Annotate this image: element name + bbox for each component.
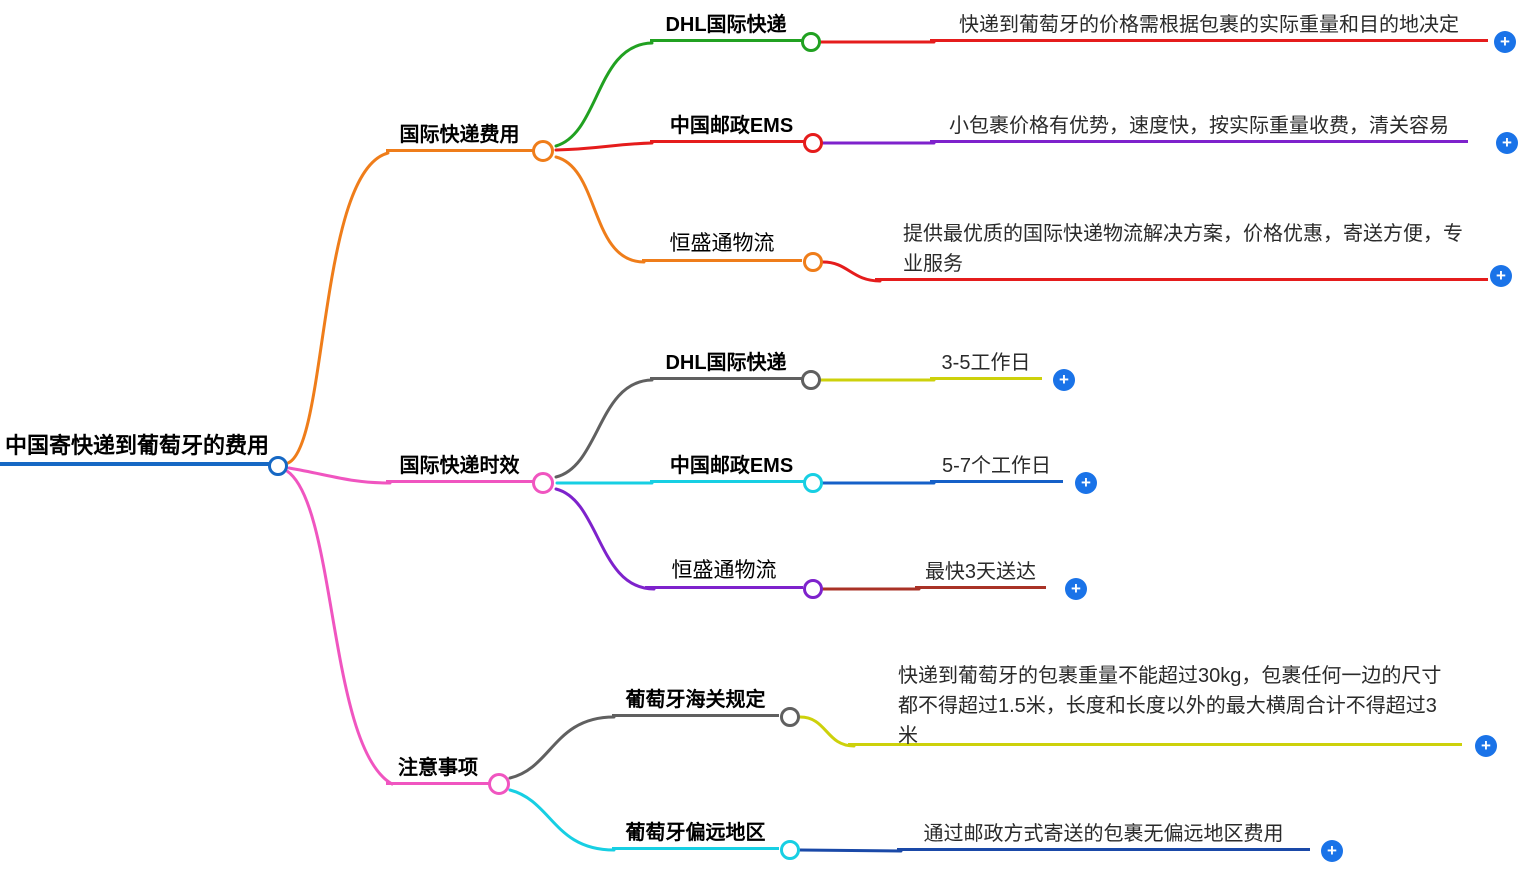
leaf-time-dhl-detail-text: 3-5工作日 [941,352,1031,374]
leaf-notes-customs-detail-text: 快递到葡萄牙的包裹重量不能超过30kg，包裹任何一边的尺寸都不得超过1.5米，长… [898,665,1442,747]
leaf-cost-hst-detail-text: 提供最优质的国际快递物流解决方案，价格优惠，寄送方便，专业服务 [903,223,1463,275]
link-notes-to-customs [508,715,616,780]
link-time-to-dhl [554,378,654,479]
leaf-cost-dhl-detail-text: 快递到葡萄牙的价格需根据包裹的实际重量和目的地决定 [959,14,1459,36]
add-child-button[interactable]: + [1065,578,1087,600]
subnode-time-hst-dot[interactable] [803,579,823,599]
subnode-cost-dhl-label: DHL国际快递 [665,14,787,36]
branch-time-dot[interactable] [532,472,554,494]
leaf-notes-customs-detail[interactable]: 快递到葡萄牙的包裹重量不能超过30kg，包裹任何一边的尺寸都不得超过1.5米，长… [848,661,1462,747]
subnode-notes-remote-dot[interactable] [780,840,800,860]
link-remote-to-detail [798,848,903,853]
leaf-time-ems-detail[interactable]: 5-7个工作日 [930,454,1063,483]
root-node-dot[interactable] [268,456,288,476]
subnode-cost-hst-dot[interactable] [803,252,823,272]
leaf-notes-remote-detail[interactable]: 通过邮政方式寄送的包裹无偏远地区费用 [897,822,1310,851]
subnode-notes-customs-dot[interactable] [780,707,800,727]
add-child-button[interactable]: + [1496,132,1518,154]
link-cost-to-dhl [554,41,654,148]
subnode-time-ems[interactable]: 中国邮政EMS [650,455,813,483]
subnode-notes-remote[interactable]: 葡萄牙偏远地区 [612,822,779,850]
leaf-time-ems-detail-text: 5-7个工作日 [942,455,1051,477]
subnode-time-dhl-dot[interactable] [801,370,821,390]
subnode-time-hst-label: 恒盛通物流 [671,559,777,582]
subnode-time-dhl-label: DHL国际快递 [665,352,787,374]
add-child-button[interactable]: + [1475,735,1497,757]
link-customs-to-detail [798,715,856,748]
add-child-button[interactable]: + [1321,840,1343,862]
add-child-button[interactable]: + [1490,265,1512,287]
subnode-cost-dhl-dot[interactable] [801,32,821,52]
leaf-cost-hst-detail[interactable]: 提供最优质的国际快递物流解决方案，价格优惠，寄送方便，专业服务 [875,219,1488,281]
subnode-cost-hst-label: 恒盛通物流 [669,232,775,255]
branch-notes-dot[interactable] [488,773,510,795]
subnode-time-ems-label: 中国邮政EMS [669,455,794,477]
subnode-notes-customs[interactable]: 葡萄牙海关规定 [612,689,779,717]
subnode-cost-ems[interactable]: 中国邮政EMS [650,115,813,143]
leaf-cost-ems-detail[interactable]: 小包裹价格有优势，速度快，按实际重量收费，清关容易 [930,114,1468,143]
root-node[interactable]: 中国寄快递到葡萄牙的费用 [0,433,274,466]
link-root-to-notes-branch [285,469,394,786]
link-root-to-cost-branch [286,151,390,465]
branch-cost-dot[interactable] [532,140,554,162]
link-hst-to-detail [821,260,882,283]
leaf-notes-remote-detail-text: 通过邮政方式寄送的包裹无偏远地区费用 [923,823,1284,845]
subnode-time-hst[interactable]: 恒盛通物流 [645,557,803,589]
add-child-button[interactable]: + [1494,31,1516,53]
link-cost-to-ems [554,141,654,152]
link-time-to-hst [554,487,656,591]
link-cost-to-hst [554,155,646,264]
add-child-button[interactable]: + [1075,472,1097,494]
subnode-time-ems-dot[interactable] [803,473,823,493]
link-root-to-time-branch [287,466,392,485]
root-node-label: 中国寄快递到葡萄牙的费用 [4,433,269,458]
branch-node-cost[interactable]: 国际快递费用 [386,124,533,152]
branch-node-time-label: 国际快递时效 [399,455,520,477]
branch-node-cost-label: 国际快递费用 [399,124,520,146]
subnode-cost-ems-dot[interactable] [803,133,823,153]
subnode-cost-ems-label: 中国邮政EMS [669,115,794,137]
subnode-notes-customs-label: 葡萄牙海关规定 [625,689,766,711]
subnode-cost-dhl[interactable]: DHL国际快递 [650,14,802,42]
branch-node-notes[interactable]: 注意事项 [386,757,490,785]
leaf-time-hst-detail-text: 最快3天送达 [924,561,1037,583]
leaf-time-dhl-detail[interactable]: 3-5工作日 [930,351,1042,380]
branch-node-time[interactable]: 国际快递时效 [386,455,533,483]
leaf-cost-dhl-detail[interactable]: 快递到葡萄牙的价格需根据包裹的实际重量和目的地决定 [930,13,1488,42]
link-notes-to-remote [508,788,616,852]
add-child-button[interactable]: + [1053,369,1075,391]
leaf-cost-ems-detail-text: 小包裹价格有优势，速度快，按实际重量收费，清关容易 [949,115,1449,137]
subnode-cost-hst[interactable]: 恒盛通物流 [642,230,802,262]
branch-node-notes-label: 注意事项 [398,757,478,779]
subnode-time-dhl[interactable]: DHL国际快递 [650,352,802,380]
subnode-notes-remote-label: 葡萄牙偏远地区 [625,822,766,844]
leaf-time-hst-detail[interactable]: 最快3天送达 [915,560,1046,589]
